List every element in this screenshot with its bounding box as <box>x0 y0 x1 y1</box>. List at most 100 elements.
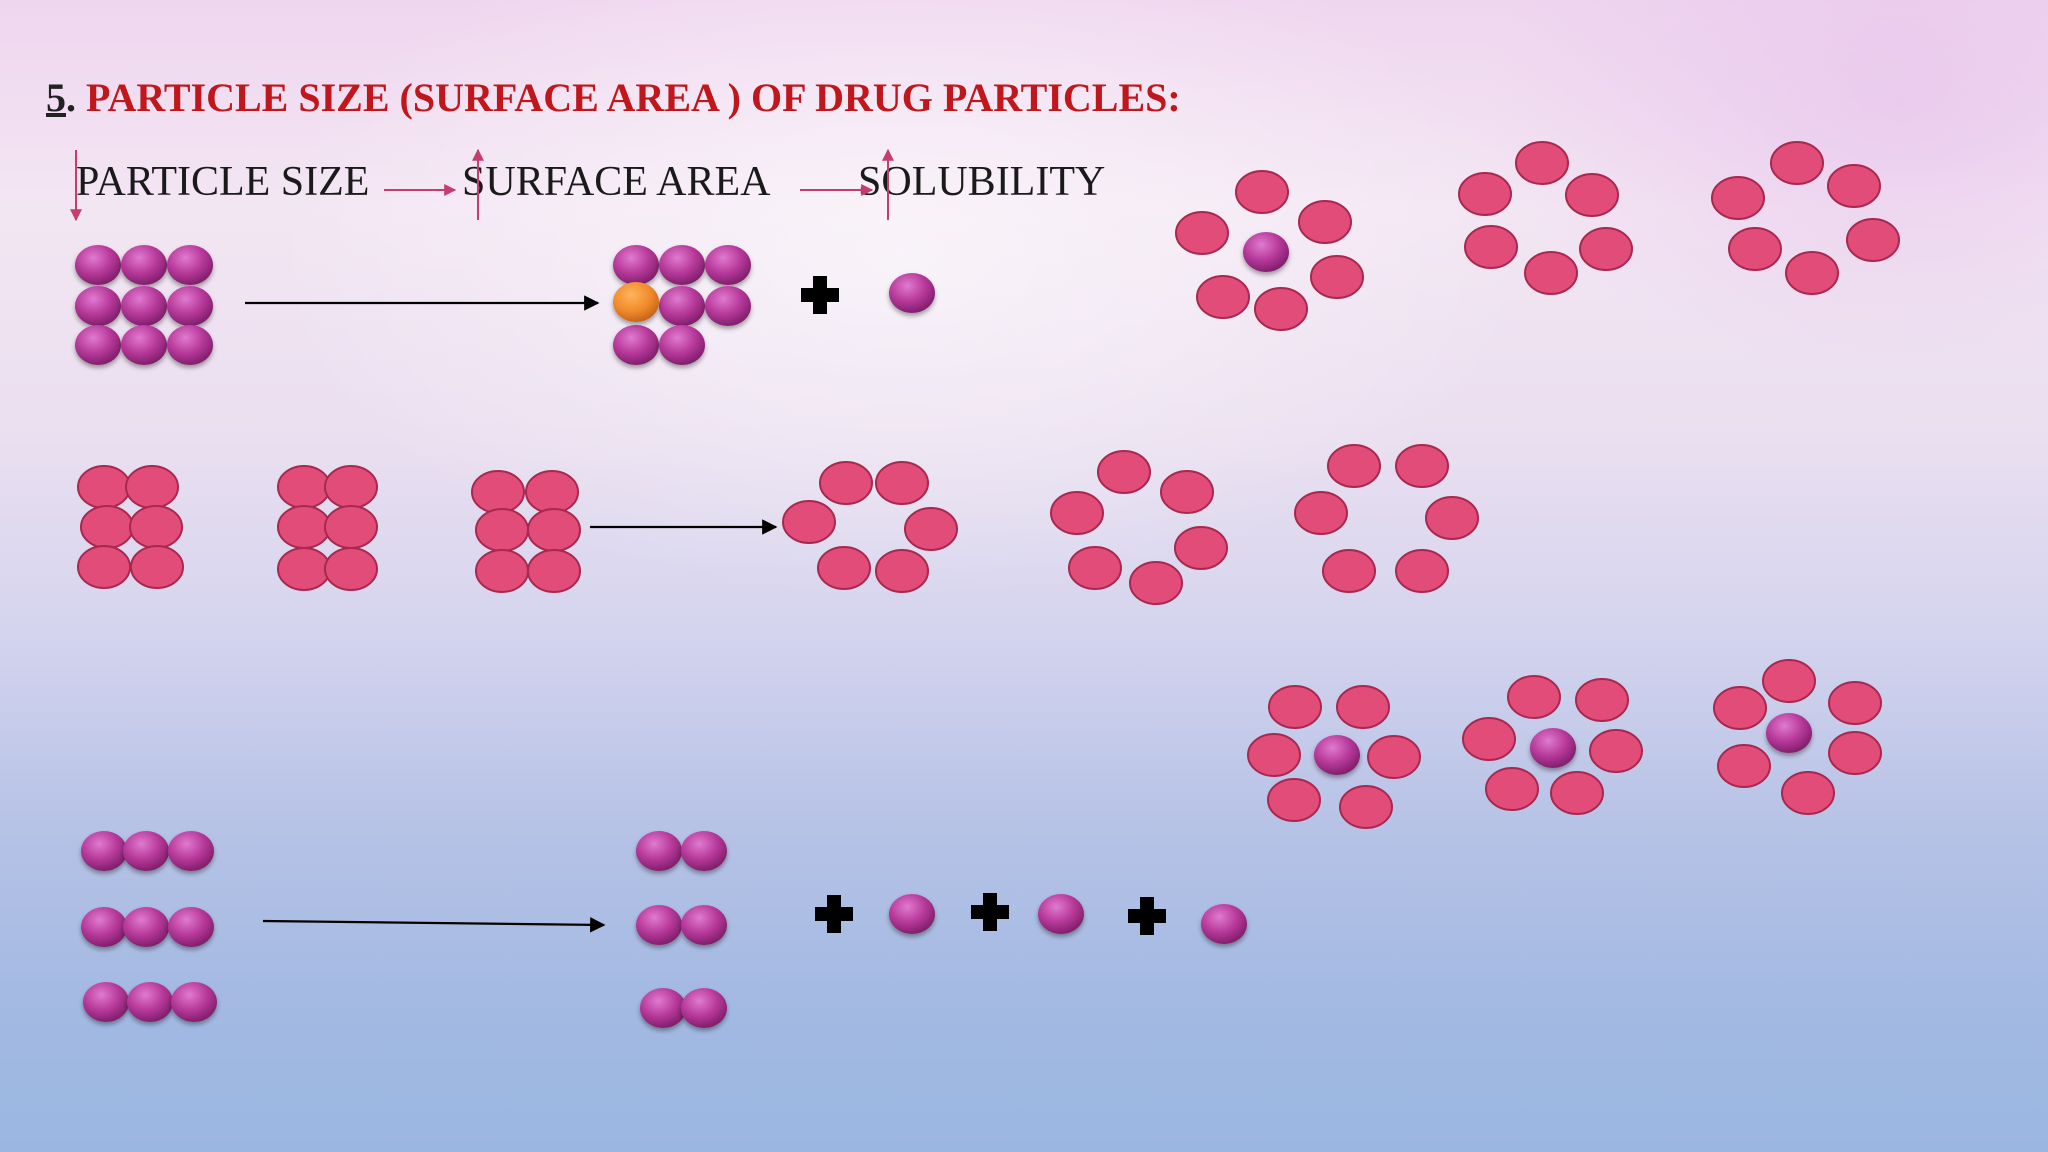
drug-particle <box>121 245 167 285</box>
solvent-particle <box>277 505 331 549</box>
drug-particle <box>681 831 727 871</box>
solvent-particle <box>1464 225 1518 269</box>
solvent-particle <box>525 470 579 514</box>
solvent-particle <box>1524 251 1578 295</box>
solvent-particle <box>1068 546 1122 590</box>
solvent-particle <box>77 545 131 589</box>
solvent-particle <box>475 508 529 552</box>
solvent-particle <box>1575 678 1629 722</box>
drug-particle <box>81 831 127 871</box>
solvent-particle <box>1565 173 1619 217</box>
solvent-particle <box>1515 141 1569 185</box>
label-solubility: SOLUBILITY <box>858 159 1106 205</box>
drug-particle <box>613 325 659 365</box>
solvent-particle <box>1097 450 1151 494</box>
solvent-particle <box>1294 491 1348 535</box>
drug-particle <box>636 905 682 945</box>
drug-particle <box>889 273 935 313</box>
solvent-particle <box>125 465 179 509</box>
solvent-particle <box>1298 200 1352 244</box>
solvent-particle <box>782 500 836 544</box>
solvent-particle <box>277 465 331 509</box>
drug-particle <box>75 286 121 326</box>
solvent-particle <box>1425 496 1479 540</box>
solvent-particle <box>527 549 581 593</box>
solvent-particle <box>1322 549 1376 593</box>
solvent-particle <box>1589 729 1643 773</box>
solvent-particle <box>1267 778 1321 822</box>
solvent-particle <box>1129 561 1183 605</box>
drug-particle <box>83 982 129 1022</box>
drug-particle <box>681 988 727 1028</box>
solvent-particle <box>1160 470 1214 514</box>
solvent-particle <box>1175 211 1229 255</box>
solvent-particle <box>875 549 929 593</box>
solvent-particle <box>80 505 134 549</box>
solvent-particle <box>324 465 378 509</box>
drug-particle <box>167 245 213 285</box>
drug-particle <box>171 982 217 1022</box>
solvent-particle <box>1339 785 1393 829</box>
solvent-particle <box>1395 444 1449 488</box>
solvent-particle <box>1458 172 1512 216</box>
plus-sign <box>801 276 839 314</box>
solvent-particle <box>1579 227 1633 271</box>
drug-particle <box>681 905 727 945</box>
drug-particle <box>1038 894 1084 934</box>
process-arrow <box>262 917 606 933</box>
drug-particle <box>1314 735 1360 775</box>
drug-particle <box>613 245 659 285</box>
solvent-particle <box>1827 164 1881 208</box>
drug-particle <box>705 245 751 285</box>
drug-particle <box>75 325 121 365</box>
solvent-particle <box>1367 735 1421 779</box>
solvent-particle <box>875 461 929 505</box>
drug-particle <box>167 325 213 365</box>
solvent-particle <box>1336 685 1390 729</box>
label-particle-size: PARTICLE SIZE <box>76 159 370 205</box>
solvent-particle <box>324 547 378 591</box>
solvent-particle <box>1717 744 1771 788</box>
solvent-particle <box>1462 717 1516 761</box>
drug-particle <box>75 245 121 285</box>
drug-particle <box>121 286 167 326</box>
solvent-particle <box>471 470 525 514</box>
drug-particle <box>121 325 167 365</box>
solvent-particle <box>817 546 871 590</box>
solvent-particle <box>1770 141 1824 185</box>
drug-particle <box>81 907 127 947</box>
solvent-particle <box>77 465 131 509</box>
drug-particle <box>705 286 751 326</box>
solvent-particle <box>819 461 873 505</box>
solvent-particle <box>1050 491 1104 535</box>
solvent-particle <box>1174 526 1228 570</box>
solvent-particle <box>1781 771 1835 815</box>
drug-particle <box>123 907 169 947</box>
drug-particle <box>659 325 705 365</box>
drug-particle <box>167 286 213 326</box>
drug-particle <box>640 988 686 1028</box>
solvent-particle <box>324 505 378 549</box>
drug-particle <box>168 831 214 871</box>
heading-number: 5 <box>46 75 66 120</box>
drug-particle <box>1201 904 1247 944</box>
solvent-particle <box>1247 733 1301 777</box>
plus-sign <box>971 893 1009 931</box>
heading-text: PARTICLE SIZE (SURFACE AREA ) OF DRUG PA… <box>86 75 1181 120</box>
plus-sign <box>1128 897 1166 935</box>
solvent-particle <box>1828 731 1882 775</box>
solvent-particle <box>1846 218 1900 262</box>
solvent-particle <box>1310 255 1364 299</box>
solvent-particle <box>904 507 958 551</box>
solvent-particle <box>475 549 529 593</box>
solvent-particle <box>129 505 183 549</box>
drug-particle <box>659 286 705 326</box>
solvent-particle <box>1507 675 1561 719</box>
solvent-particle <box>277 547 331 591</box>
heading-punct: . <box>66 75 76 120</box>
solvent-particle <box>1268 685 1322 729</box>
solvent-particle <box>1254 287 1308 331</box>
drug-particle <box>127 982 173 1022</box>
drug-particle <box>1530 728 1576 768</box>
